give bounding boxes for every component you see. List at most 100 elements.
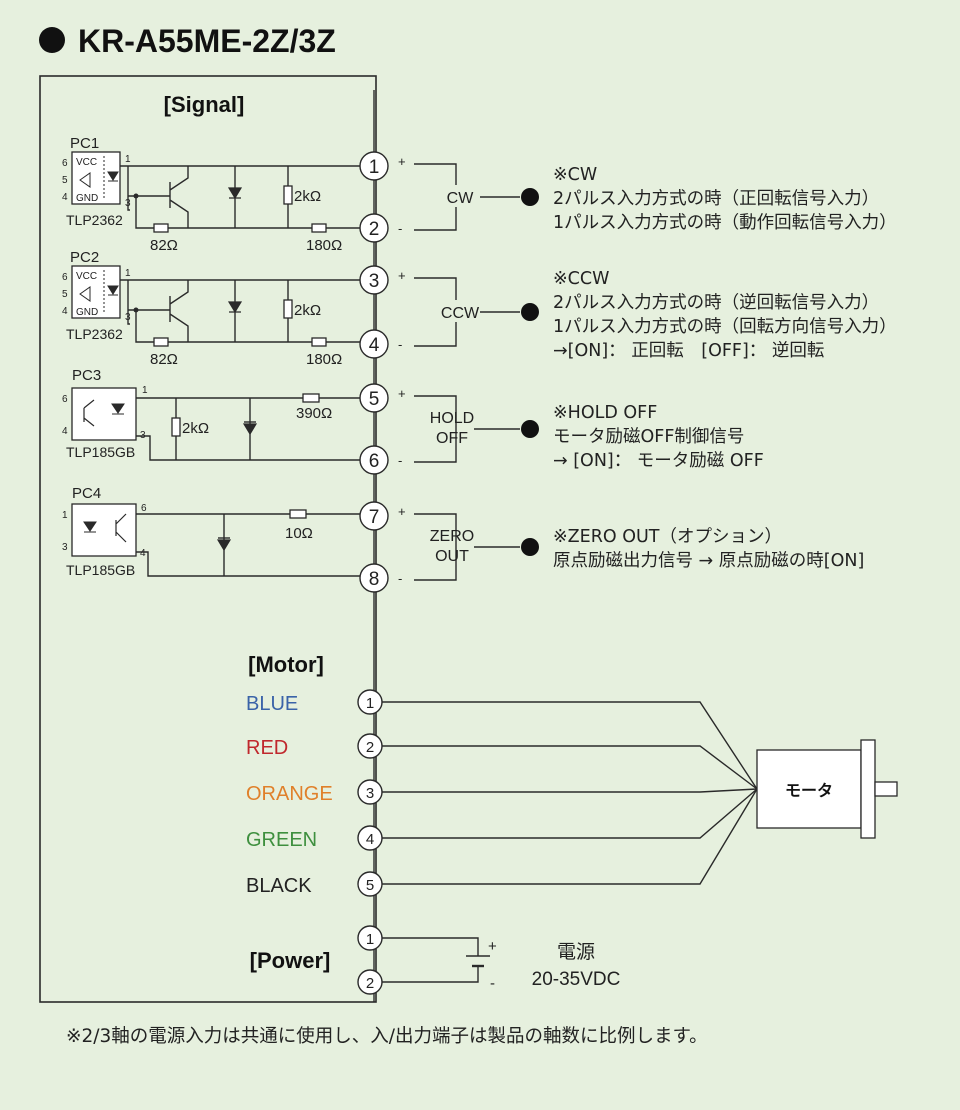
pc4-part: TLP185GB (66, 562, 135, 578)
motor-wire-line (382, 745, 758, 790)
pc3-pin-d: 1 (142, 385, 148, 396)
pc4-r3-label: 10Ω (285, 525, 313, 542)
pc4-circuit: PC4 1 3 6 4 TLP185GB 10Ω (62, 485, 360, 578)
power-heading: [Power] (250, 948, 331, 973)
pc2-pin-d: 1 (125, 268, 131, 279)
pc1-r3-label: 180Ω (306, 237, 342, 254)
signal-terminal-4[interactable] (359, 329, 389, 359)
group-label: CW (447, 190, 475, 207)
signal-terminal-number: 6 (369, 451, 380, 472)
page-title: KR-A55ME-2Z/3Z (78, 23, 336, 59)
power-terminal-2-number: 2 (366, 975, 374, 992)
pc4-phototransistor-icon (115, 513, 127, 543)
group-label: OFF (436, 430, 468, 447)
signal-note-line: 2パルス入力方式の時（正回転信号入力） (553, 189, 879, 209)
pc2-pin-b: 5 (62, 289, 68, 300)
pc1-pin-c: 4 (62, 192, 68, 203)
power-terminal-1-number: 1 (366, 931, 374, 948)
signal-terminal-1[interactable] (359, 151, 389, 181)
pc3-chip (71, 387, 137, 441)
pc3-circuit: PC3 6 4 1 3 TLP185GB 390Ω 2kΩ (62, 367, 360, 461)
pc1-pin-d: 1 (125, 154, 131, 165)
pc3-led-icon (111, 403, 125, 415)
terminal-polarity: + (398, 268, 406, 283)
pc2-led-icon (107, 285, 119, 296)
pc3-r3-label: 390Ω (296, 405, 332, 422)
motor-wire-line (382, 788, 758, 839)
pc4-r3-resistor (289, 509, 307, 519)
group-label: ZERO (430, 528, 474, 545)
motor-label: モータ (785, 782, 833, 800)
pc2-pin-c: 4 (62, 306, 68, 317)
signal-note-line: 原点励磁出力信号 → 原点励磁の時[ON] (553, 551, 864, 571)
terminal-polarity: - (398, 221, 402, 236)
pc1-circuit: PC1 VCC GND 6 5 4 1 3 TLP2362 82Ω 180Ω 2… (62, 135, 360, 254)
signal-terminal-5[interactable] (359, 383, 389, 413)
motor-terminal-number: 1 (366, 695, 374, 712)
signal-terminal-6[interactable] (359, 445, 389, 475)
motor-wire-line (382, 788, 758, 885)
pc1-name: PC1 (70, 135, 99, 152)
pc4-pin-d: 6 (141, 503, 147, 514)
group-connector-dot (521, 420, 539, 438)
pc2-diode-icon (227, 301, 243, 314)
signal-note-line: 1パルス入力方式の時（動作回転信号入力） (553, 213, 897, 233)
signal-group-1: CW ※CW 2パルス入力方式の時（正回転信号入力） 1パルス入力方式の時（動作回転信… (414, 163, 897, 233)
power-minus-sign: - (490, 975, 495, 992)
signal-note-line: ※HOLD OFF (553, 403, 657, 423)
terminal-polarity: + (398, 386, 406, 401)
signal-terminal-2[interactable] (359, 213, 389, 243)
pc1-diode-icon (227, 187, 243, 200)
signal-note-line: →[ON]： 正回転 [OFF]： 逆回転 (553, 341, 824, 361)
pc3-name: PC3 (72, 367, 101, 384)
motor-wire-line (382, 788, 758, 793)
motor-terminal-number: 2 (366, 739, 374, 756)
power-terminal-block: 1 2 + - 電源 20-35VDC (357, 925, 620, 995)
pc1-r2-label: 82Ω (150, 237, 178, 254)
pc4-chip (71, 503, 137, 557)
pc3-diode-icon (242, 423, 258, 436)
signal-terminal-3[interactable] (359, 265, 389, 295)
pc1-r3-resistor (311, 223, 327, 233)
motor-heading: [Motor] (248, 652, 324, 677)
signal-terminal-number: 8 (369, 569, 380, 590)
signal-note-line: ※CW (553, 165, 597, 185)
group-label: OUT (435, 548, 469, 565)
footnote: ※2/3軸の電源入力は共通に使用し、入/出力端子は製品の軸数に比例します。 (66, 1026, 708, 1047)
signal-terminal-8[interactable] (359, 563, 389, 593)
pc3-r3-resistor (302, 393, 320, 403)
pc1-led-icon (107, 171, 119, 182)
pc1-r1-resistor (283, 185, 293, 205)
pc4-led-icon (83, 521, 97, 533)
terminal-polarity: - (398, 453, 402, 468)
motor-wire-color-label: GREEN (246, 829, 317, 851)
pc2-r3-label: 180Ω (306, 351, 342, 368)
pc2-r1-resistor (283, 299, 293, 319)
signal-terminal-number: 4 (369, 335, 380, 356)
power-plus-sign: + (488, 938, 497, 955)
signal-note-line: 2パルス入力方式の時（逆回転信号入力） (553, 293, 879, 313)
signal-terminal-number: 3 (369, 271, 380, 292)
pc3-r1-resistor (171, 417, 181, 437)
signal-terminal-7[interactable] (359, 501, 389, 531)
motor-body (756, 749, 862, 829)
motor-wire-color-label: BLACK (246, 875, 312, 897)
pc1-vcc-label: VCC (76, 157, 97, 168)
group-label: HOLD (430, 410, 474, 427)
motor-terminal-number: 5 (366, 877, 374, 894)
pc2-r2-resistor (153, 337, 169, 347)
motor-terminal-number: 4 (366, 831, 374, 848)
motor-wire-4: GREEN 4 (246, 788, 758, 851)
pc1-r2-resistor (153, 223, 169, 233)
signal-group-2: CCW※CCW2パルス入力方式の時（逆回転信号入力）1パルス入力方式の時（回転方… (414, 269, 897, 361)
group-connector-dot (521, 303, 539, 321)
group-label: CCW (441, 305, 480, 322)
signal-note-line: 1パルス入力方式の時（回転方向信号入力） (553, 317, 897, 337)
